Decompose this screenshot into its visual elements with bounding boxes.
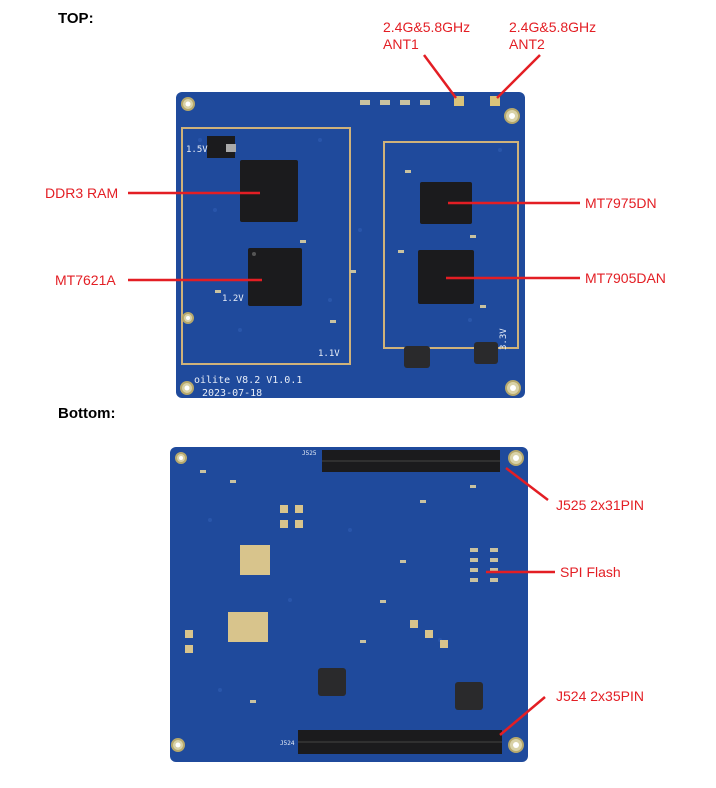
inductor bbox=[404, 346, 430, 368]
inductor bbox=[474, 342, 498, 364]
j524-line bbox=[499, 696, 546, 736]
inductor bbox=[318, 668, 346, 696]
ant2-callout-line1: 2.4G&5.8GHz bbox=[509, 19, 597, 35]
mt7975dn-callout: MT7975DN bbox=[585, 195, 657, 211]
gold-pad-array bbox=[240, 545, 270, 575]
mt7905dan-callout: MT7905DAN bbox=[585, 270, 666, 286]
j524-callout: J524 2x35PIN bbox=[556, 688, 644, 704]
callout-lines bbox=[128, 54, 580, 736]
bottom-pcb-board: J525 J524 bbox=[170, 447, 528, 762]
j524-ref-text: J524 bbox=[280, 740, 295, 747]
ant2-line bbox=[496, 54, 541, 99]
mt7975dn-chip bbox=[420, 182, 472, 224]
voltage-label: 1.2V bbox=[222, 294, 244, 304]
j525-ref-text: J525 bbox=[302, 450, 317, 457]
inductor bbox=[455, 682, 483, 710]
ant2-callout-line2: ANT2 bbox=[509, 36, 545, 52]
j525-callout: J525 2x31PIN bbox=[556, 497, 644, 513]
mt7621a-chip bbox=[248, 248, 302, 306]
voltage-label: 3.3V bbox=[499, 328, 509, 350]
ddr3-callout: DDR3 RAM bbox=[45, 185, 119, 201]
board-model-text: oilite V8.2 V1.0.1 bbox=[194, 375, 302, 386]
top-section-title: TOP: bbox=[58, 10, 94, 27]
spi-flash-pads bbox=[470, 548, 498, 582]
board-date-text: 2023-07-18 bbox=[202, 388, 262, 399]
ant1-connector bbox=[454, 96, 464, 106]
ddr3-ram-chip bbox=[240, 160, 298, 222]
voltage-label: 1.5V bbox=[186, 145, 208, 155]
ant1-line bbox=[422, 54, 458, 99]
voltage-label: 1.1V bbox=[318, 349, 340, 359]
mt7621a-callout: MT7621A bbox=[55, 272, 116, 288]
ant1-callout-line1: 2.4G&5.8GHz bbox=[383, 19, 471, 35]
ant1-callout-line2: ANT1 bbox=[383, 36, 419, 52]
bottom-section-title: Bottom: bbox=[58, 405, 116, 422]
j525-line bbox=[505, 467, 549, 501]
ant2-connector bbox=[490, 96, 500, 106]
gold-pad-array bbox=[228, 612, 268, 642]
spi-flash-callout: SPI Flash bbox=[560, 564, 621, 580]
top-pcb-board: 1.5V 1.2V 1.1V 3.3V oilite V8.2 V1.0.1 2… bbox=[176, 92, 525, 399]
